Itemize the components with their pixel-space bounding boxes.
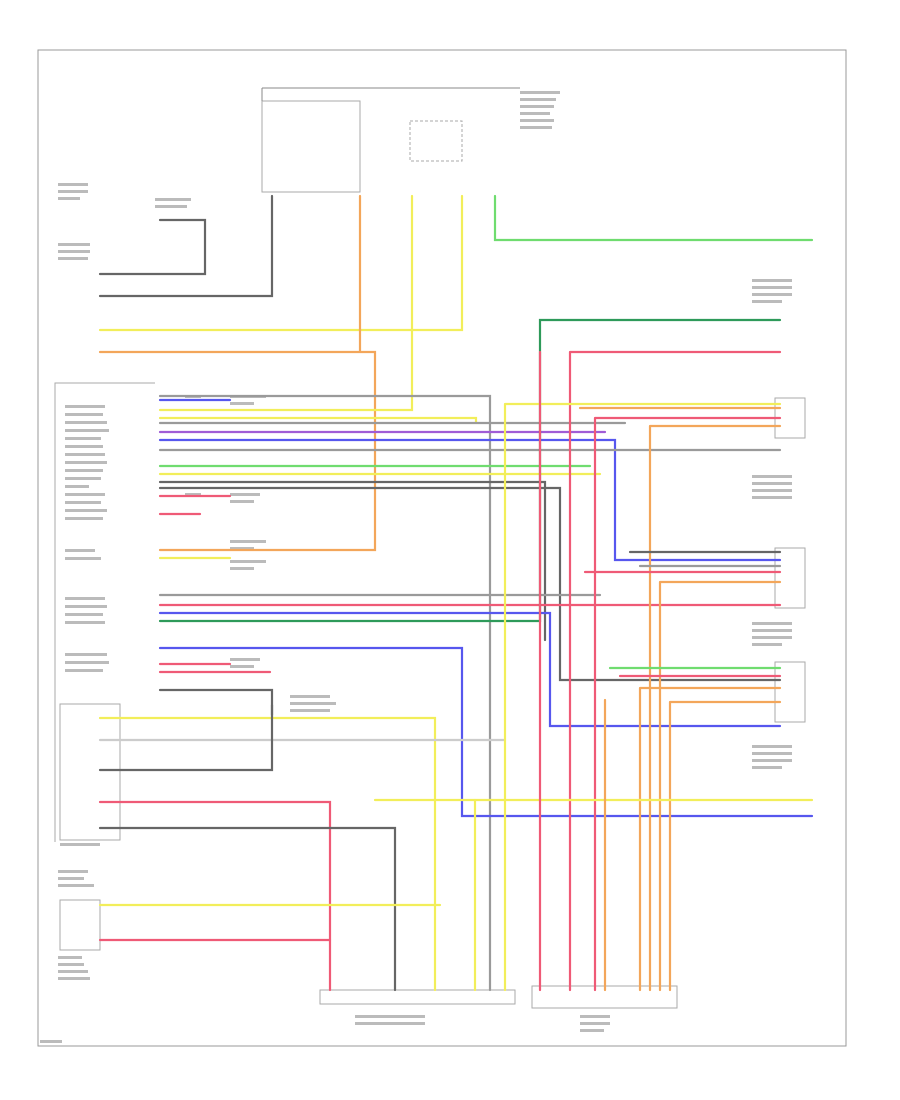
wire-darkgray-27: [158, 688, 274, 717]
label-marks: [40, 91, 792, 1043]
buckle-switch-box: [59, 899, 101, 951]
wire-yellow-8: [158, 416, 478, 424]
wire-darkgray-1: [98, 218, 207, 276]
wire-orange-3: [98, 194, 377, 552]
wire-yellow-5: [158, 194, 414, 412]
wire-yellow-28: [98, 716, 437, 992]
wire-red-35: [568, 350, 782, 992]
wire-yellow-2: [98, 194, 464, 332]
right-connector-2: [774, 547, 806, 609]
wire-orange-43: [658, 580, 782, 992]
wire-darkgray-30: [98, 703, 274, 772]
wire-red-38: [593, 416, 782, 992]
wire-darkgray-15: [158, 480, 547, 642]
wire-yellow-36: [503, 402, 782, 992]
wire-orange-39: [648, 424, 782, 992]
control-unit-bracket: [54, 382, 155, 842]
wire-orange-47: [668, 700, 782, 992]
connector-block-left: [319, 989, 516, 1005]
diagram-frame: [37, 49, 847, 1047]
wire-darkgray-0: [98, 194, 274, 298]
wire-darkgray-16: [158, 486, 782, 682]
control-unit-pin-labels: [65, 405, 109, 672]
wire-darkgray-32: [98, 826, 397, 992]
wire-gray-6: [158, 394, 492, 992]
wire-green-4: [493, 194, 814, 242]
relay-box: [409, 120, 463, 162]
wire-red-31: [98, 800, 332, 992]
wire-darkgreen-23: [158, 318, 782, 623]
wire-blue-11: [158, 438, 782, 562]
seat-switch-box: [59, 703, 121, 841]
right-connector-3: [774, 661, 806, 723]
fuse-box: [261, 100, 361, 193]
wire-blue-22: [158, 611, 782, 728]
wire-blue-24: [158, 646, 814, 818]
wire-orange-46: [638, 686, 782, 992]
